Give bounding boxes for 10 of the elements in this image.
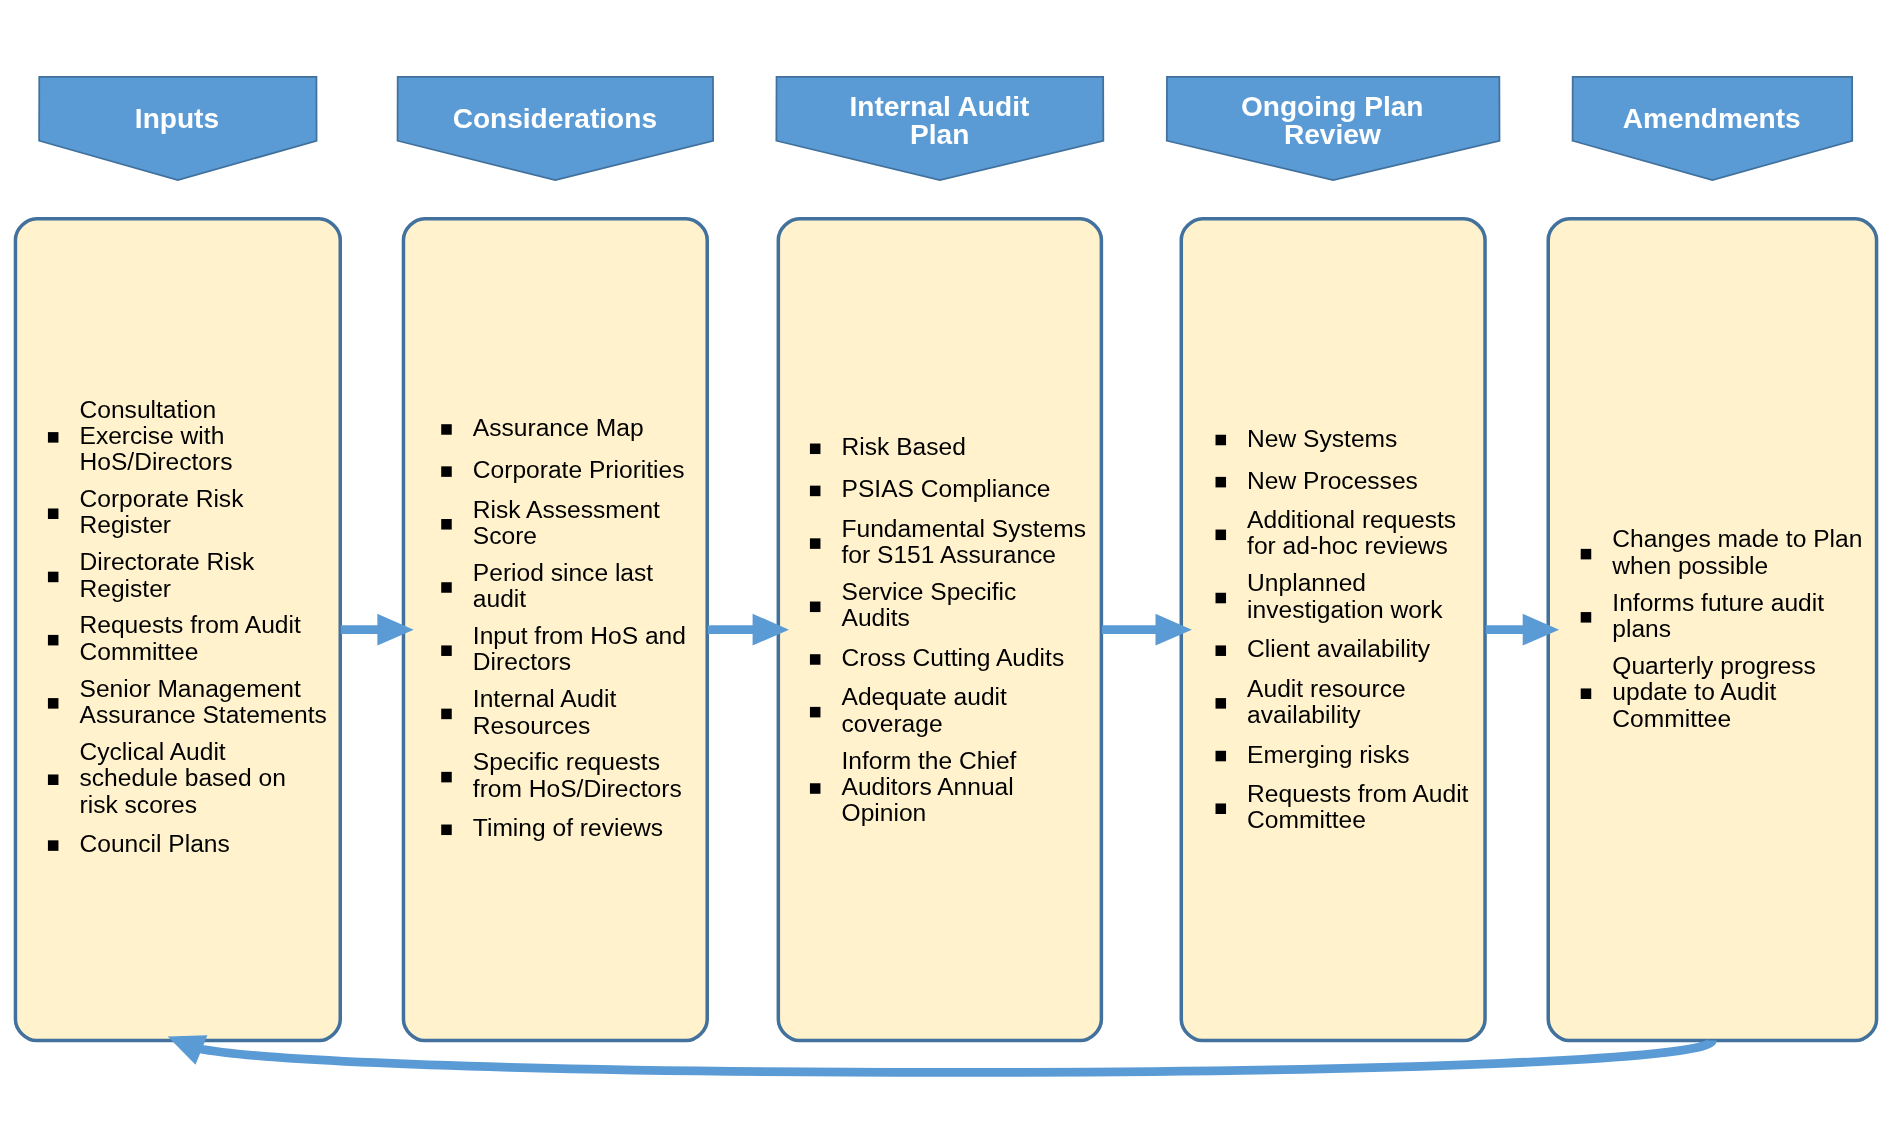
- arrow: [340, 613, 414, 646]
- node-box: New Systems New Processes Additional requests for ad-hoc reviews Unplanned investigation work Client availability Audit resource availability Emerging risks Requests from Audit Committee: [1179, 217, 1487, 1043]
- arrow: [167, 1035, 1714, 1077]
- node-box: Risk Based PSIAS Compliance Fundamental Systems for S151 Assurance Service Specific Audits Cross Cutting Audits Adequate audit coverage Inform the Chief Auditors Annual Opinion: [776, 217, 1104, 1043]
- node-box: Assurance Map Corporate Priorities Risk Assessment Score Period since last audit Input from HoS and Directors Internal Audit Resources Specific requests from HoS/Directors Timing of reviews: [401, 217, 709, 1043]
- node-box: Consultation Exercise with HoS/Directors Corporate Risk Register Directorate Risk Register Requests from Audit Committee Senior Management Assurance Statements Cyclical Audit schedule based on risk scores Council Plans: [13, 217, 342, 1043]
- arrow: [1101, 613, 1192, 646]
- node-box: Changes made to Plan when possible Informs future audit plans Quarterly progress update to Audit Committee: [1546, 217, 1879, 1043]
- arrow: [707, 613, 789, 646]
- arrow: [1485, 613, 1560, 646]
